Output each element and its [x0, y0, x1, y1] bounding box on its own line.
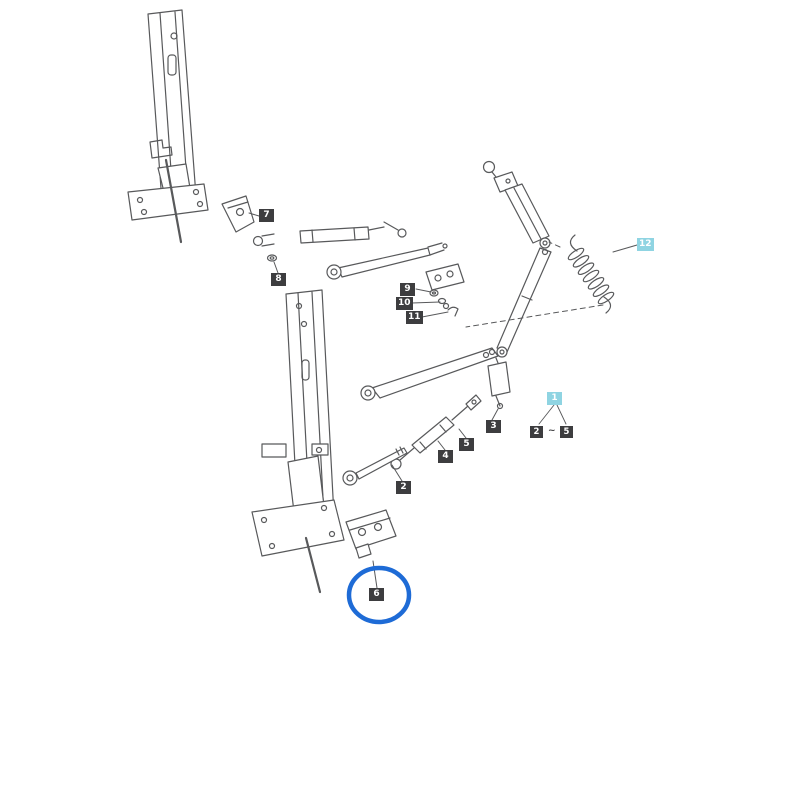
- part-label-12[interactable]: 12: [637, 238, 654, 251]
- leader-lines: [248, 212, 638, 589]
- part-label-range-2[interactable]: 2: [530, 426, 543, 438]
- upper-link-arm-part: [326, 242, 448, 280]
- highlight-circle: [346, 565, 412, 625]
- part-label-range-5[interactable]: 5: [560, 426, 573, 438]
- lift-rod-part: [496, 247, 552, 358]
- part-label-3[interactable]: 3: [486, 420, 501, 433]
- part-label-1[interactable]: 1: [547, 392, 562, 405]
- part-label-4[interactable]: 4: [438, 450, 453, 463]
- part-label-11[interactable]: 11: [406, 311, 423, 324]
- part-label-7[interactable]: 7: [259, 209, 274, 222]
- lower-arm-part: [360, 347, 499, 401]
- ball-rod-part-2: [342, 446, 408, 486]
- spring-part: [465, 234, 615, 328]
- bracket-part-6: [345, 509, 397, 559]
- bracket-part-7: [221, 195, 255, 233]
- range-tilde: ~: [548, 426, 556, 436]
- part-label-5[interactable]: 5: [459, 438, 474, 451]
- part-label-10[interactable]: 10: [396, 297, 413, 310]
- part-label-8[interactable]: 8: [271, 273, 286, 286]
- crank-assembly-part: [482, 160, 551, 249]
- part-label-6[interactable]: 6: [369, 588, 384, 601]
- turnbuckle-part-4-5: [390, 394, 482, 470]
- center-plate-part: [425, 263, 465, 317]
- part-label-2[interactable]: 2: [396, 481, 411, 494]
- upper-left-bracket-part: [127, 9, 209, 244]
- part-label-9[interactable]: 9: [400, 283, 415, 296]
- main-bracket-part: [251, 289, 345, 594]
- link-part-3: [487, 357, 511, 410]
- top-turnbuckle-part: [252, 221, 407, 262]
